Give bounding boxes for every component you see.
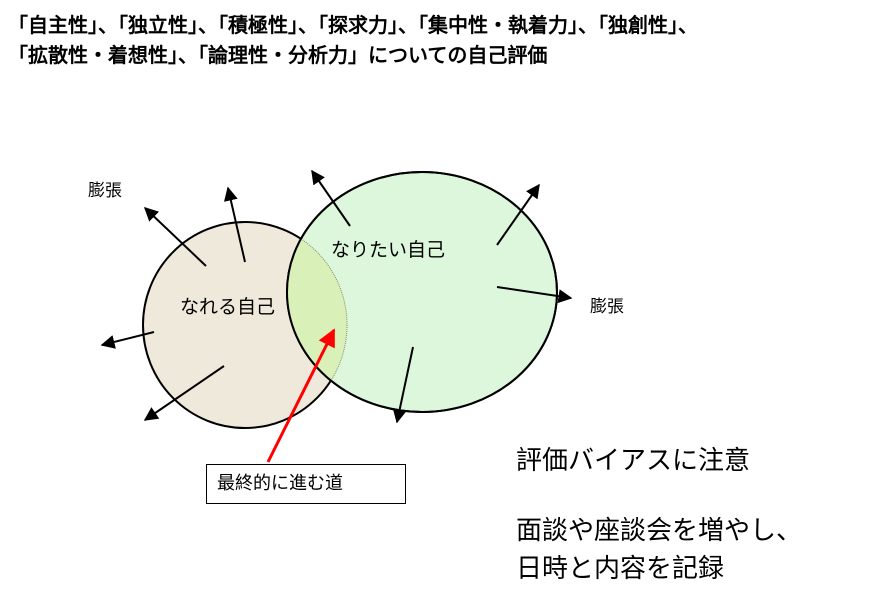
expand-arrow-n [223, 186, 246, 263]
final-path-pointer-arrow [266, 328, 336, 463]
expand-label-left: 膨張 [88, 181, 122, 201]
expand-arrow-ideal-ne [496, 183, 540, 246]
title-line-2: 「拡散性・着想性」、「論理性・分析力」についての自己評価 [8, 43, 548, 67]
title-line-1: 「自主性」、「独立性」、「積極性」、「探求力」、「集中性・執着力」、「独創性」、 [8, 13, 698, 37]
slide-title: 「自主性」、「独立性」、「積極性」、「探求力」、「集中性・執着力」、「独創性」、… [8, 10, 868, 70]
expand-arrow-w [100, 331, 155, 349]
expand-label-right: 膨張 [590, 297, 624, 317]
expand-arrow-ne-1 [143, 207, 207, 267]
advice-note: 面談や座談会を増やし、 日時と内容を記録 [516, 512, 802, 588]
achievable-self-label: なれる自己 [180, 296, 276, 318]
bias-warning-note: 評価バイアスに注意 [516, 446, 751, 476]
advice-line-1: 面談や座談会を増やし、 [516, 516, 803, 546]
expand-arrow-ideal-s [392, 346, 414, 424]
expand-arrow-ideal-e [496, 286, 573, 304]
ideal-self-label: なりたい自己 [331, 239, 446, 261]
overlap-outline [287, 221, 348, 412]
ideal-self-outline [286, 171, 558, 413]
final-path-box: 最終的に進む道 [206, 464, 406, 504]
advice-line-2: 日時と内容を記録 [516, 554, 725, 584]
expand-arrow-sw [143, 365, 225, 421]
expand-arrow-ideal-nw [311, 169, 351, 227]
